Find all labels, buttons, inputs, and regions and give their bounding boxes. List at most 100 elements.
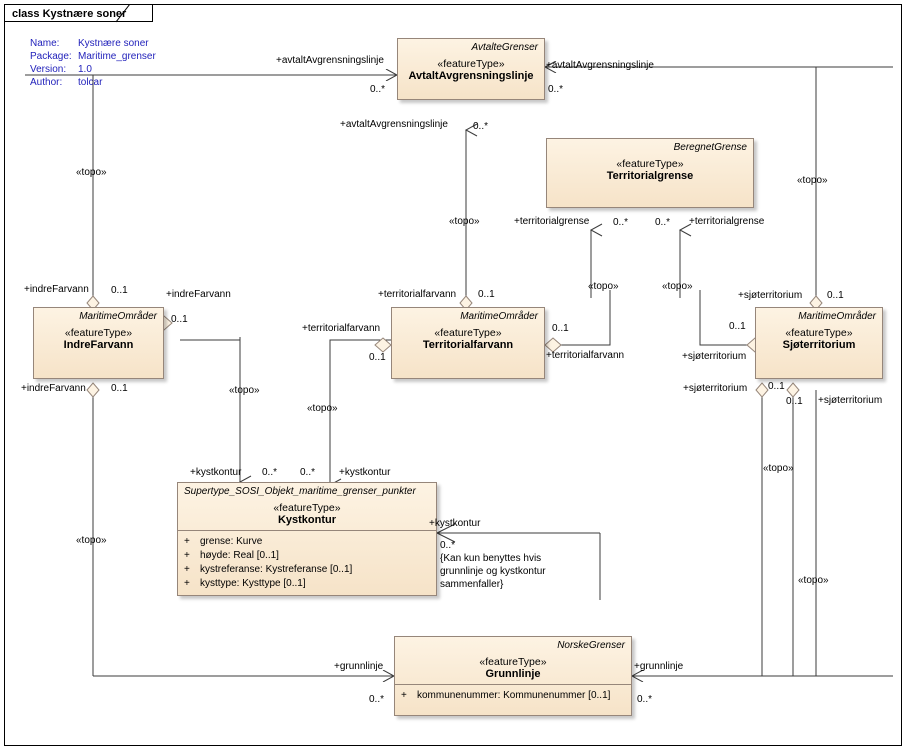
meta-row: Author: tolcar (30, 76, 156, 89)
class-stereotype: «featureType» (437, 58, 505, 70)
class-attributes: +kommunenummer: Kommunenummer [0..1] (395, 685, 631, 708)
edge-role-sjoterritorium-bottom-left: +sjøterritorium (683, 383, 748, 394)
edge-mult-kystkontur-mid: 0..* (300, 467, 316, 478)
edge-role-kystkontur-left: +kystkontur (190, 467, 242, 478)
edge-role-territorialfarvann-top: +territorialfarvann (378, 289, 457, 300)
class-name: Kystkontur (277, 514, 337, 526)
class-stereotype: «featureType» (785, 327, 853, 339)
meta-value: Kystnære soner (78, 38, 149, 49)
edge-stereotype-topo: «topo» (797, 175, 828, 186)
edge-mult-kystkontur-right: 0..* (440, 540, 456, 551)
edge-role-territorialgrense-right: +territorialgrense (689, 216, 765, 227)
edge-mult-sjoterritorium-top: 0..1 (827, 290, 844, 301)
edge-mult-avtalt-left: 0..* (370, 84, 386, 95)
attribute-visibility: + (184, 536, 190, 547)
edge-role-indrefarvann-right: +indreFarvann (166, 289, 231, 300)
meta-row: Package: Maritime_grenser (30, 50, 156, 63)
edge-mult-territorialfarvann-left: 0..1 (369, 352, 386, 363)
diagram-metadata: Name: Kystnære soner Package: Maritime_g… (30, 37, 156, 89)
edge-stereotype-topo: «topo» (307, 403, 338, 414)
class-name: AvtaltAvgrensningslinje (408, 70, 534, 82)
edge-stereotype-topo: «topo» (662, 281, 693, 292)
diagram-frame-tab: class Kystnære soner (4, 4, 154, 22)
edge-mult-sjoterritorium-left: 0..1 (729, 321, 746, 332)
class-namespace: BeregnetGrense (673, 142, 747, 153)
meta-key: Name: (30, 38, 60, 49)
edge-mult-kystkontur-left: 0..* (262, 467, 278, 478)
edge-role-indrefarvann-bottom: +indreFarvann (21, 383, 86, 394)
class-stereotype: «featureType» (64, 327, 133, 339)
class-box-grunnlinje[interactable]: NorskeGrenser «featureType» Grunnlinje +… (394, 636, 632, 716)
meta-row: Name: Kystnære soner (30, 37, 156, 50)
attribute-text: kystreferanse: Kystreferanse [0..1] (200, 564, 353, 575)
edge-stereotype-topo: «topo» (76, 167, 107, 178)
class-box-avtaltavgrensningslinje[interactable]: AvtalteGrenser «featureType» AvtaltAvgre… (397, 38, 545, 100)
class-separator (178, 530, 436, 531)
class-name: Territorialfarvann (422, 339, 514, 351)
class-namespace: Supertype_SOSI_Objekt_maritime_grenser_p… (184, 486, 416, 497)
edge-stereotype-topo: «topo» (763, 463, 794, 474)
attribute-visibility: + (184, 564, 190, 575)
class-attributes: + grense: Kurve + høyde: Real [0..1] + kyst… (178, 531, 436, 596)
class-stereotype: «featureType» (479, 656, 547, 668)
diagram-frame (4, 4, 902, 746)
edge-mult-grunnlinje-left: 0..* (369, 694, 385, 705)
attribute-row: + grense: Kurve (184, 535, 432, 549)
edge-mult-territorialfarvann-top: 0..1 (478, 289, 495, 300)
edge-role-avtalt-right: +avtaltAvgrensningslinje (546, 60, 654, 71)
class-namespace: MaritimeOmråder (79, 311, 157, 322)
class-name: Territorialgrense (606, 170, 694, 182)
meta-value: 1.0 (78, 64, 92, 75)
class-stereotype: «featureType» (273, 502, 341, 514)
meta-key: Version: (30, 64, 67, 75)
class-box-kystkontur[interactable]: Supertype_SOSI_Objekt_maritime_grenser_p… (177, 482, 437, 596)
class-name: IndreFarvann (63, 339, 134, 351)
attribute-visibility: + (401, 690, 407, 701)
attribute-visibility: + (184, 550, 190, 561)
meta-value: tolcar (78, 77, 103, 88)
attribute-row: + høyde: Real [0..1] (184, 549, 432, 563)
class-box-territorialgrense[interactable]: BeregnetGrense «featureType» Territorial… (546, 138, 754, 208)
class-namespace: MaritimeOmråder (460, 311, 538, 322)
edge-stereotype-topo: «topo» (798, 575, 829, 586)
class-stereotype: «featureType» (616, 158, 684, 170)
attribute-text: grense: Kurve (200, 536, 263, 547)
edge-mult-indrefarvann-right: 0..1 (171, 314, 188, 325)
class-box-sjoterritorium[interactable]: MaritimeOmråder «featureType» Sjøterrito… (755, 307, 883, 379)
class-name: Sjøterritorium (782, 339, 856, 351)
attribute-row: + kysttype: Kysttype [0..1] (184, 577, 432, 591)
edge-stereotype-topo: «topo» (588, 281, 619, 292)
edge-mult-sjoterritorium-bottom-right: 0..1 (786, 396, 803, 407)
edge-mult-avtalt-bottom: 0..* (473, 121, 489, 132)
attribute-row: +kommunenummer: Kommunenummer [0..1] (401, 689, 627, 703)
edge-mult-indrefarvann-top: 0..1 (111, 285, 128, 296)
edge-mult-grunnlinje-right: 0..* (637, 694, 653, 705)
attribute-visibility: + (184, 578, 190, 589)
class-separator (395, 684, 631, 685)
class-box-territorialfarvann[interactable]: MaritimeOmråder «featureType» Territoria… (391, 307, 545, 379)
edge-role-kystkontur-right: +kystkontur (429, 518, 481, 529)
attribute-text: kysttype: Kysttype [0..1] (200, 578, 306, 589)
edge-role-territorialfarvann-right: +territorialfarvann (546, 350, 625, 361)
class-name: Grunnlinje (485, 668, 541, 680)
edge-stereotype-topo: «topo» (449, 216, 480, 227)
class-box-indrefarvann[interactable]: MaritimeOmråder «featureType» IndreFarva… (33, 307, 164, 379)
edge-mult-territorialfarvann-right: 0..1 (552, 323, 569, 334)
constraint-note: {Kan kun benyttes hvis grunnlinje og kys… (440, 553, 546, 590)
edge-mult-territorialgrense-left: 0..* (613, 217, 629, 228)
attribute-row: + kystreferanse: Kystreferanse [0..1] (184, 563, 432, 577)
edge-role-sjoterritorium-top: +sjøterritorium (738, 290, 803, 301)
edge-role-territorialgrense-left: +territorialgrense (514, 216, 590, 227)
edge-role-kystkontur-mid: +kystkontur (339, 467, 391, 478)
edge-role-avtalt-bottom: +avtaltAvgrensningslinje (340, 119, 448, 130)
attribute-text: høyde: Real [0..1] (200, 550, 279, 561)
edge-role-sjoterritorium-left: +sjøterritorium (682, 351, 747, 362)
edge-mult-indrefarvann-bottom: 0..1 (111, 383, 128, 394)
edge-stereotype-topo: «topo» (229, 385, 260, 396)
class-namespace: MaritimeOmråder (798, 311, 876, 322)
class-namespace: AvtalteGrenser (471, 42, 538, 53)
meta-key: Author: (30, 77, 63, 88)
edge-mult-avtalt-right: 0..* (548, 84, 564, 95)
meta-value: Maritime_grenser (78, 51, 156, 62)
